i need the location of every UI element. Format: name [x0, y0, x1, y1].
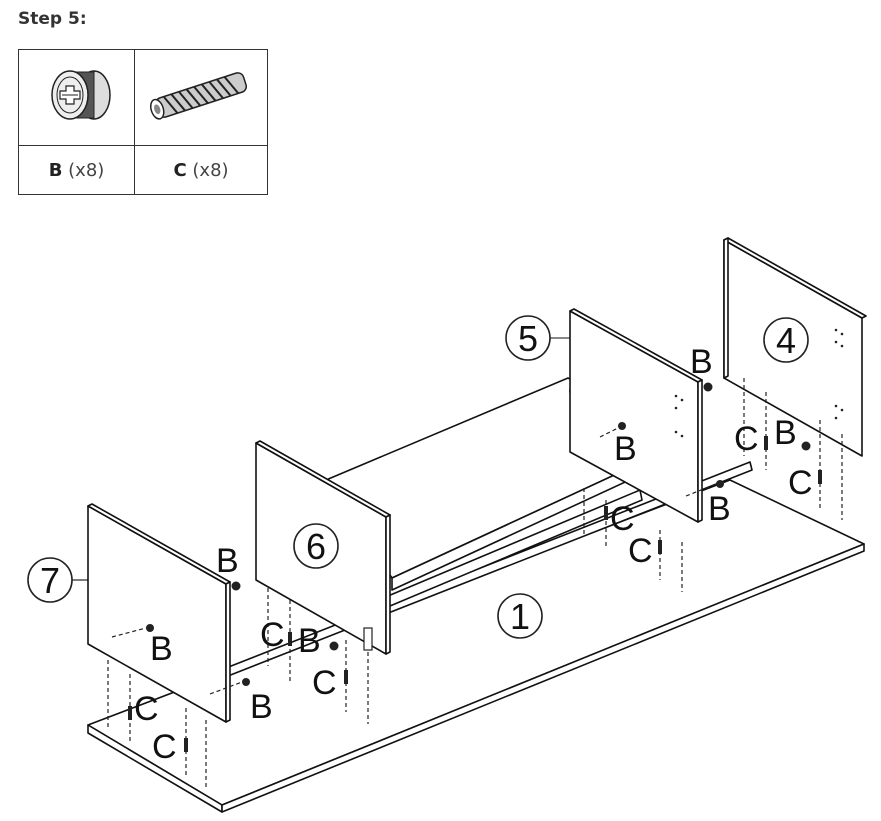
- callout-b: B: [250, 688, 273, 726]
- panel-7: [87, 503, 231, 723]
- svg-text:6: 6: [306, 526, 326, 567]
- callout-c: C: [134, 690, 159, 728]
- panel-5: [569, 308, 703, 523]
- callout-c: C: [260, 616, 285, 654]
- part-c-letter: C: [173, 159, 187, 181]
- part-b-image-cell: [18, 49, 135, 146]
- callout-b: B: [690, 343, 713, 381]
- callout-c: C: [312, 664, 337, 702]
- part-b-qty: (x8): [68, 159, 105, 181]
- part-c-qty: (x8): [192, 159, 229, 181]
- cam-locks: [146, 382, 811, 686]
- callout-c: C: [628, 532, 653, 570]
- part-c-label: C (x8): [134, 145, 268, 195]
- callout-b: B: [708, 490, 731, 528]
- part-c-image-cell: [134, 49, 268, 146]
- callout-b: B: [150, 630, 173, 668]
- dowels: [128, 436, 822, 752]
- step-title: Step 5:: [18, 9, 87, 29]
- callout-b: B: [614, 430, 637, 468]
- panel-number-4: 4: [763, 317, 809, 363]
- callout-c: C: [788, 464, 813, 502]
- callout-b: B: [298, 622, 321, 660]
- panel-number-5: 5: [505, 315, 570, 361]
- callout-c: C: [610, 500, 635, 538]
- panel-1: [87, 479, 865, 813]
- panel-number-7: 7: [27, 557, 88, 603]
- cam-lock-icon: [50, 70, 111, 120]
- callout-b: B: [774, 414, 797, 452]
- callout-b: B: [216, 542, 239, 580]
- parts-table: B (x8) C (x8): [18, 49, 268, 195]
- svg-text:5: 5: [518, 318, 538, 359]
- panel-number-6: 6: [293, 523, 339, 569]
- svg-text:1: 1: [510, 596, 530, 637]
- panel-number-1: 1: [497, 593, 543, 639]
- svg-text:4: 4: [776, 320, 796, 361]
- callout-c: C: [152, 728, 177, 766]
- callout-c: C: [734, 420, 759, 458]
- leader-lines: [107, 378, 843, 790]
- part-b-letter: B: [48, 159, 63, 181]
- svg-text:7: 7: [40, 560, 60, 601]
- wooden-dowel-icon: [150, 72, 248, 120]
- callout-labels: B B B B B B B B C C C C C C C C: [134, 343, 813, 766]
